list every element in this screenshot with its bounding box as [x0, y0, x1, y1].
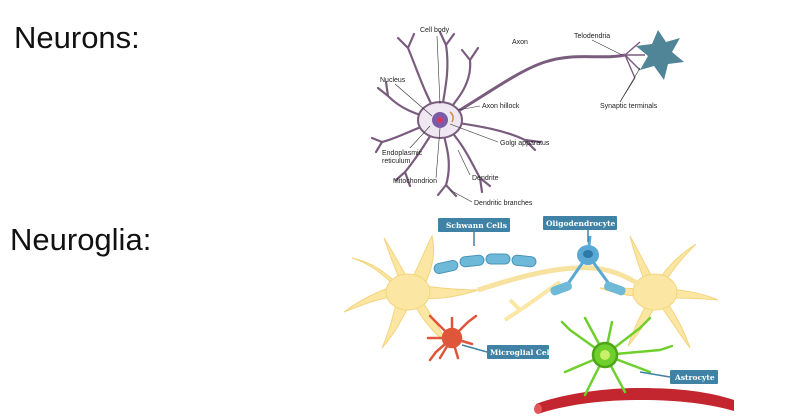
label-microglial-cell: Microglial Cell: [490, 348, 553, 357]
oligodendrocyte: [550, 235, 626, 296]
glia-neuron-mid: [503, 280, 562, 322]
neuron-leader-lines: [394, 35, 641, 203]
label-dendrite: Dendrite: [472, 175, 499, 182]
axon: [454, 53, 626, 115]
label-mitochondrion: Mitochondrion: [393, 178, 437, 185]
nucleolus: [437, 117, 443, 123]
glia-axon-faint: [477, 265, 642, 293]
target-cell: [636, 30, 684, 80]
schwann-cells: [433, 253, 537, 274]
blood-vessel-end: [534, 404, 542, 414]
neuroglia-illustration: Schwann Cells Oligodendrocyte Microglial…: [343, 216, 734, 414]
golgi-apparatus: [449, 111, 454, 123]
label-axon: Axon: [512, 39, 528, 46]
label-golgi-apparatus: Golgi apparatus: [500, 140, 550, 147]
microglia: [426, 314, 478, 362]
label-cell-body: Cell body: [420, 27, 450, 34]
label-er-line1: Endoplasmic: [382, 150, 423, 157]
label-axon-hillock: Axon hillock: [482, 103, 520, 110]
tag-microglial-cell: Microglial Cell: [461, 344, 553, 359]
glia-neuron-right: [599, 235, 719, 349]
neuron-illustration: Cell body Axon Telodendria Nucleus Axon …: [370, 27, 684, 207]
label-synaptic-terminals: Synaptic terminals: [600, 103, 658, 110]
label-telodendria: Telodendria: [574, 33, 610, 40]
label-nucleus: Nucleus: [380, 77, 406, 84]
tag-schwann-cells: Schwann Cells: [438, 218, 510, 246]
tag-oligodendrocyte: Oligodendrocyte: [543, 216, 617, 242]
tag-astrocyte: Astrocyte: [639, 370, 718, 384]
label-astrocyte: Astrocyte: [674, 373, 715, 382]
dendrites: [370, 30, 542, 198]
label-schwann-cells: Schwann Cells: [446, 221, 507, 230]
label-er-line2: reticulum: [382, 158, 411, 165]
telodendria: [624, 41, 645, 79]
label-oligodendrocyte: Oligodendrocyte: [546, 219, 616, 228]
label-dendritic-branches: Dendritic branches: [474, 200, 533, 207]
astrocyte: [560, 316, 674, 397]
neuroglia-heading: Neuroglia:: [10, 222, 152, 257]
blood-vessel: [536, 388, 734, 414]
neurons-heading: Neurons:: [14, 20, 140, 55]
